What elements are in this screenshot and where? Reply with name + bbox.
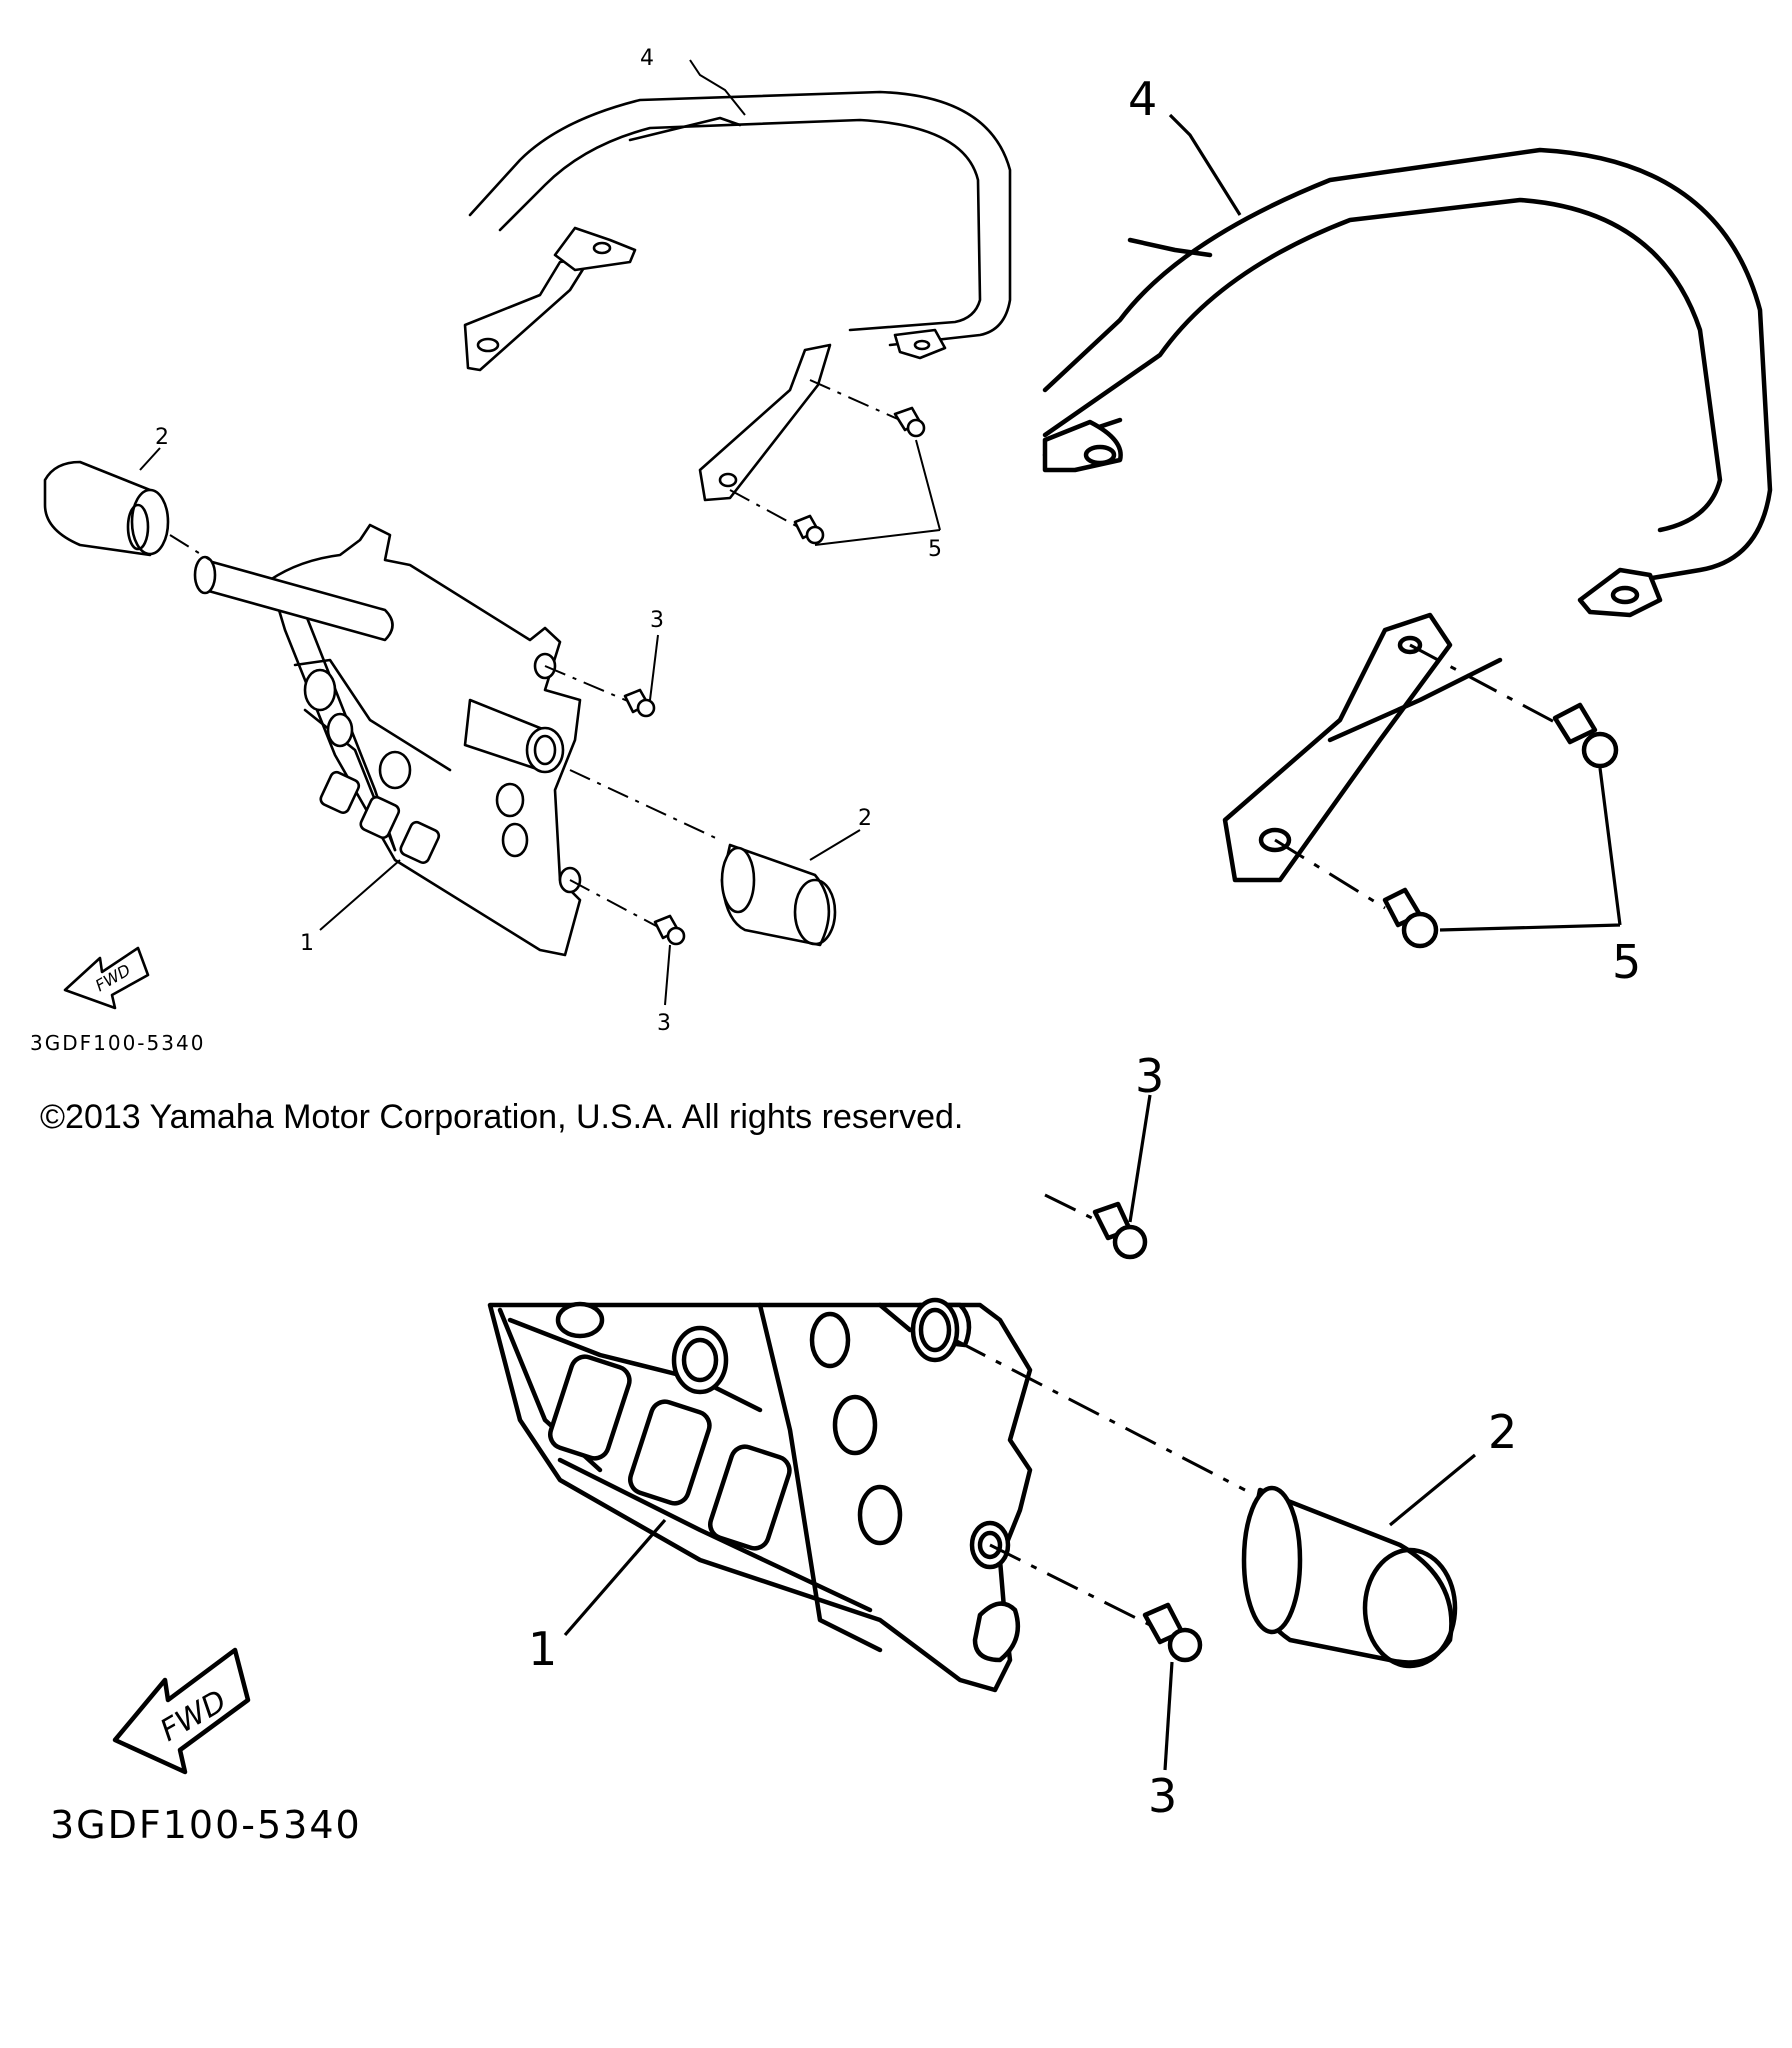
cap-2-large [954,1338,1458,1669]
copyright-notice: ©2013 Yamaha Motor Corporation, U.S.A. A… [40,1098,963,1136]
skid-plate-small [193,523,582,957]
bolt-5-small-b [729,489,825,545]
leader-4-large [1168,113,1242,216]
leader-2-small-left [139,447,161,471]
bolt-5-large-b [1274,838,1439,949]
callout-3-small-top: 3 [650,608,664,633]
leader-3-small-b [664,944,671,1006]
leader-1-large [563,1518,667,1637]
callout-4-small: 4 [640,46,654,71]
leader-3-small-a [649,634,659,701]
bolt-5-large-a [1409,643,1619,769]
diagram-code-large: 3GDF100-5340 [50,1803,362,1847]
callout-3-large-bottom: 3 [1148,1769,1177,1823]
callout-2-small-left: 2 [155,425,169,450]
leader-3-large-top [1128,1094,1152,1223]
callout-4-large: 4 [1128,72,1157,126]
callout-3-large-top: 3 [1135,1049,1164,1103]
leader-4-small [689,59,746,116]
callout-5-large: 5 [1612,935,1641,989]
callout-2-small-right: 2 [858,806,872,831]
fwd-arrow-large: FWD [112,1647,251,1775]
grab-bar-large [1042,147,1773,883]
fwd-arrow-small: FWD [63,946,150,1010]
callout-5-small: 5 [928,537,942,562]
callout-3-small-bottom: 3 [657,1011,671,1036]
bolt-3-small-a [544,665,656,718]
bolt-5-small-a [809,379,926,438]
bolt-3-large-bottom [989,1543,1203,1663]
leader-5-large [1439,767,1622,932]
grab-bar-small [463,90,1012,502]
callout-1-small: 1 [300,931,314,956]
leader-5-small [814,439,941,546]
leader-2-large [1388,1453,1477,1527]
skid-plate-large [487,1297,1033,1693]
callout-2-large: 2 [1488,1405,1517,1459]
leader-3-large-bottom [1163,1661,1174,1771]
cap-2-small-right [569,769,837,947]
diagram-code-small: 3GDF100-5340 [30,1031,205,1055]
leader-1-small [319,859,401,931]
callout-1-large: 1 [528,1622,557,1676]
leader-2-small-right [809,829,861,861]
cap-2-small-left [43,460,211,561]
bolt-3-large-top [1044,1193,1148,1260]
bolt-3-small-b [569,879,686,946]
